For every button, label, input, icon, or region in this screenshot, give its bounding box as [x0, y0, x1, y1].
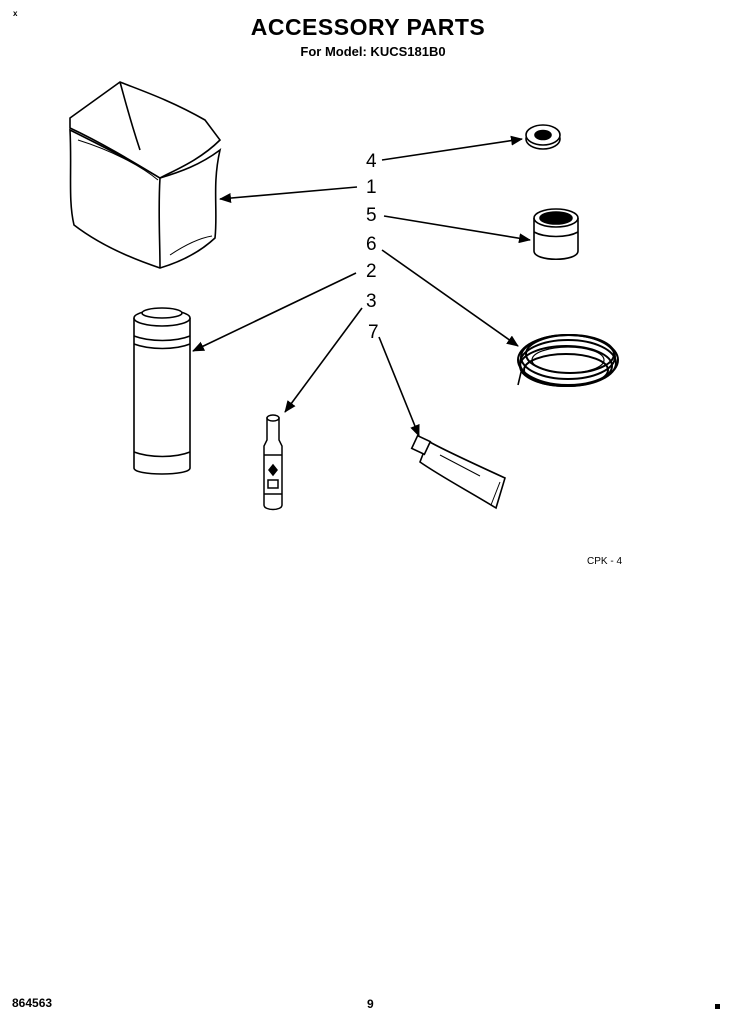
model-subtitle: For Model: KUCS181B0: [300, 44, 446, 59]
cup-icon: [533, 208, 579, 260]
leader-line-5: [383, 215, 531, 244]
tube-icon: [410, 434, 506, 510]
leader-line-7: [378, 336, 420, 437]
washer-icon: [525, 124, 561, 150]
page-number: 9: [367, 997, 374, 1011]
leader-line-4: [381, 135, 523, 161]
callout-3: 3: [366, 291, 377, 312]
callout-5: 5: [366, 205, 377, 226]
leader-line-3: [284, 307, 363, 413]
callout-6: 6: [366, 234, 377, 255]
leader-line-1: [219, 186, 358, 204]
spray-can-icon: [133, 307, 191, 475]
figure-code: CPK - 4: [587, 556, 623, 567]
scan-mark: [715, 1004, 720, 1009]
page-title: ACCESSORY PARTS: [250, 14, 486, 40]
touch-up-paint-icon: [263, 414, 283, 511]
leader-line-6: [381, 249, 519, 347]
doc-number: 864563: [12, 996, 53, 1010]
leader-lines: [192, 135, 531, 437]
bag-icon: [69, 81, 222, 269]
coiled-cord-icon: [517, 334, 619, 387]
callout-7: 7: [368, 322, 379, 343]
corner-mark: x: [13, 9, 18, 18]
callout-1: 1: [366, 177, 377, 198]
callout-2: 2: [366, 261, 377, 282]
callout-4: 4: [366, 151, 377, 172]
leader-line-2: [192, 272, 357, 352]
